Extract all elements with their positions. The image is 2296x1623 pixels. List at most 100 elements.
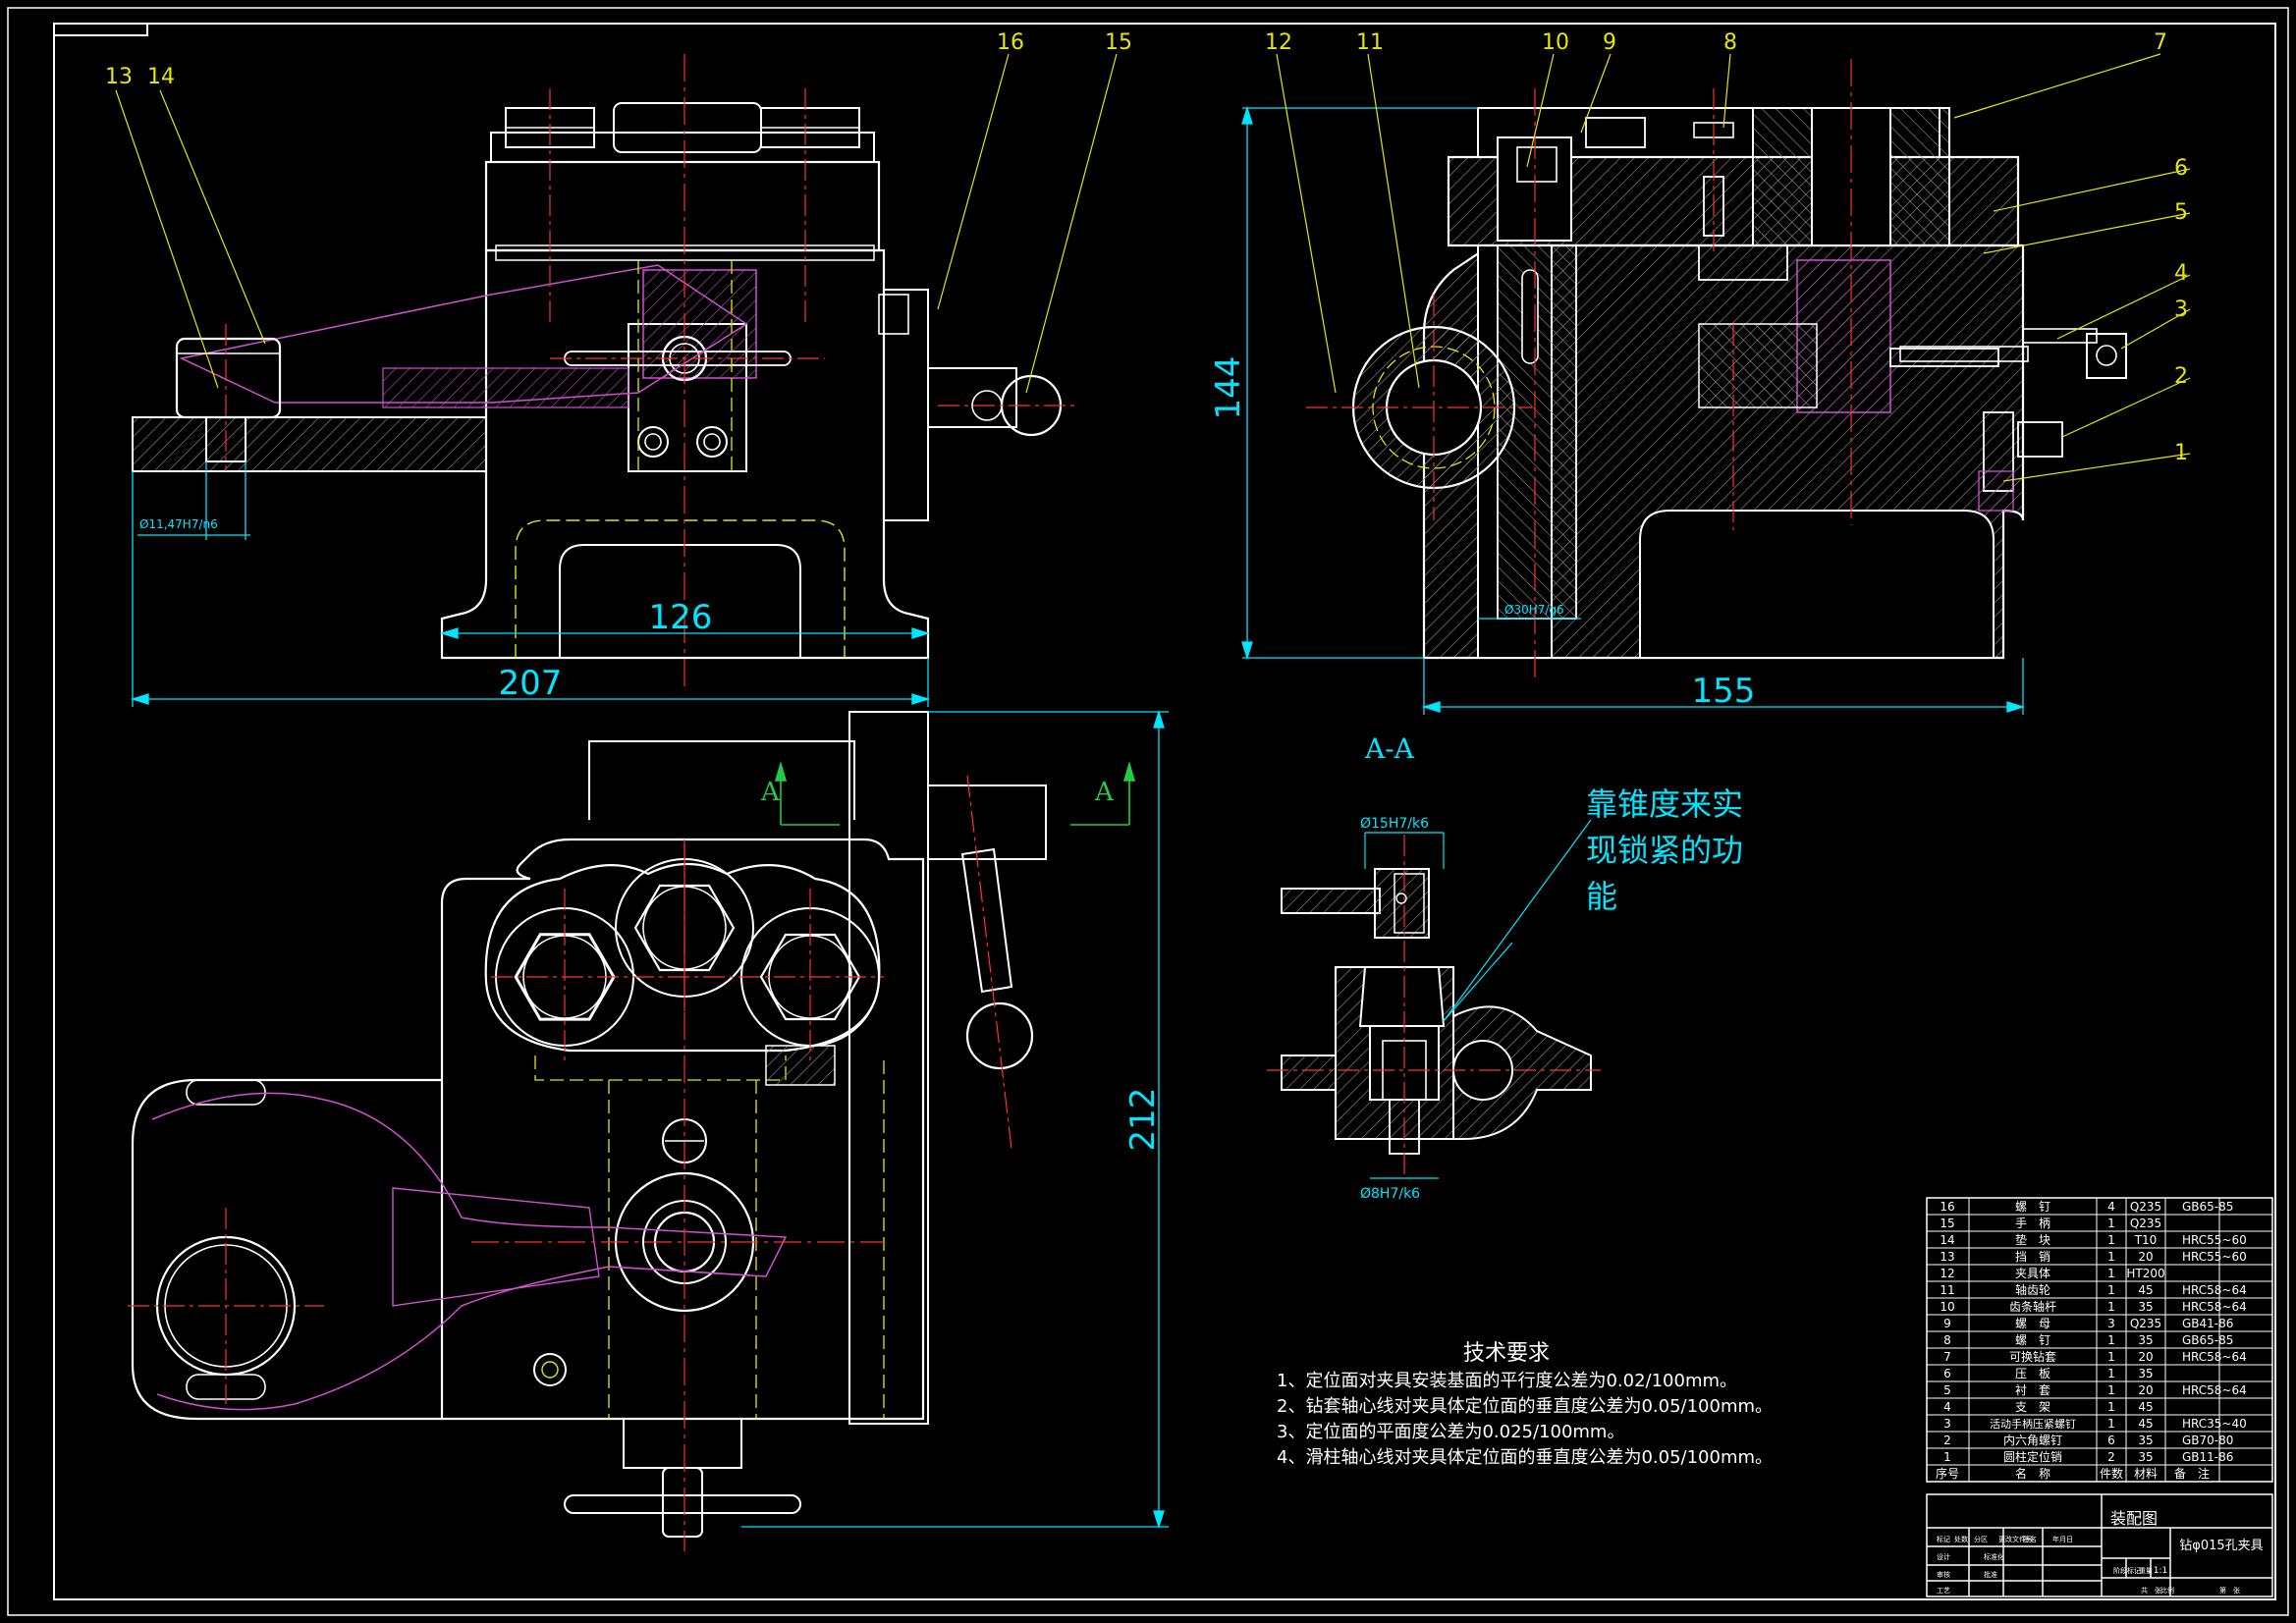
top-body: [440, 838, 925, 1421]
bom-cell: 轴齿轮: [2015, 1282, 2050, 1297]
bom-cell: 13: [1940, 1250, 1954, 1264]
section-title: A-A: [1364, 732, 1415, 765]
bom-cell: 1: [2107, 1350, 2115, 1364]
bom-cell: GB11-86: [2182, 1450, 2233, 1464]
bom-cell: 内六角螺钉: [2003, 1434, 2062, 1447]
bom-header-cell: 备 注: [2174, 1466, 2210, 1481]
bom-cell: 活动手柄压紧螺钉: [1990, 1417, 2076, 1431]
tech-requirements: 技术要求 1、定位面对夹具安装基面的平行度公差为0.02/100mm。 2、钻套…: [1277, 1341, 1773, 1468]
tech-title: 技术要求: [1463, 1341, 1550, 1366]
side-section-view: [1306, 59, 2127, 677]
bom-cell: 可换钻套: [2009, 1349, 2056, 1364]
bom-cell: 4: [2107, 1200, 2115, 1214]
bom-cell: HT200: [2126, 1267, 2164, 1280]
section-note-line1: 靠锥度来实: [1586, 785, 1743, 823]
title-block-label: 比例: [2160, 1586, 2174, 1595]
bom-cell: 1: [1943, 1450, 1951, 1464]
bom-cell: 1: [2107, 1267, 2115, 1280]
balloon-6: 6: [2174, 156, 2188, 181]
bom-cell: HRC58~64: [2182, 1350, 2247, 1364]
balloon-7: 7: [2154, 30, 2167, 55]
bom-cell: Q235: [2130, 1200, 2161, 1214]
balloon-1: 1: [2174, 441, 2188, 465]
bom-cell: 1: [2107, 1217, 2115, 1230]
bom-cell: 1: [2107, 1400, 2115, 1414]
balloon-13: 13: [105, 65, 133, 89]
balloon-15: 15: [1105, 30, 1132, 55]
bom-cell: 35: [2138, 1300, 2153, 1314]
tech-item-1: 1、定位面对夹具安装基面的平行度公差为0.02/100mm。: [1277, 1371, 1737, 1391]
dim-126: 126: [649, 598, 713, 637]
base-plate: [132, 416, 487, 472]
balloon-5: 5: [2174, 200, 2188, 225]
bom-cell: 20: [2138, 1383, 2153, 1397]
bom-cell: 1: [2107, 1250, 2115, 1264]
section-lower-fit: Ø8H7/k6: [1360, 1186, 1420, 1202]
dim-212: 212: [1123, 1088, 1163, 1152]
tech-item-3: 3、定位面的平面度公差为0.025/100mm。: [1277, 1422, 1624, 1442]
dim-207: 207: [499, 664, 563, 703]
balloon-16: 16: [997, 30, 1024, 55]
bom-cell: 圆柱定位销: [2003, 1449, 2062, 1464]
bom-cell: 14: [1940, 1233, 1954, 1247]
balloon-9: 9: [1603, 30, 1616, 55]
base-body: [440, 248, 930, 660]
bom-cell: 35: [2138, 1333, 2153, 1347]
bom-cell: 2: [2107, 1450, 2115, 1464]
bom-cell: 1: [2107, 1283, 2115, 1297]
bom-cell: 8: [1943, 1333, 1951, 1347]
bom-cell: GB41-86: [2182, 1317, 2233, 1330]
bom-cell: GB65-85: [2182, 1200, 2233, 1214]
bom-cell: 3: [2107, 1317, 2115, 1330]
title-block-label: 签名: [2023, 1535, 2037, 1543]
title-block-label: 审核: [1937, 1570, 1950, 1579]
bom-cell: 1: [2107, 1383, 2115, 1397]
dim-pin-fit: Ø11,47H7/n6: [139, 517, 218, 531]
side-dimensions: [1241, 105, 2026, 715]
title-block-label: 阶段标记: [2113, 1566, 2141, 1575]
bom-header-cell: 序号: [1936, 1466, 1959, 1481]
balloon-10: 10: [1542, 30, 1569, 55]
bom-cell: 9: [1943, 1317, 1951, 1330]
tech-item-4: 4、滑柱轴心线对夹具体定位面的垂直度公差为0.05/100mm。: [1277, 1447, 1773, 1468]
base-arch: [559, 544, 801, 658]
bom-cell: Q235: [2130, 1217, 2161, 1230]
bom-cell: 6: [1943, 1367, 1951, 1380]
front-view: [132, 54, 1075, 687]
bom-cell: GB65-85: [2182, 1333, 2233, 1347]
bom-cell: GB70-80: [2182, 1434, 2233, 1447]
bom-header-cell: 名 称: [2015, 1466, 2050, 1481]
bom-cell: HRC35~40: [2182, 1417, 2247, 1431]
bom-cell: 支 架: [2015, 1400, 2050, 1414]
bom-cell: 35: [2138, 1434, 2153, 1447]
top-dimensions: [741, 709, 1169, 1530]
section-mark-right: A: [1094, 778, 1115, 807]
title-block: [1926, 1493, 2273, 1597]
bom-cell: 1: [2107, 1333, 2115, 1347]
title-block-labels: 标记处数分区更改文件号签名年月日设计标准化审核工艺批准阶段标记重量比例共 张第 …: [1937, 1535, 2240, 1595]
dim-shaft-fit: Ø30H7/g6: [1504, 603, 1564, 617]
title-block-label: 更改文件号: [1998, 1535, 2033, 1543]
bom-header-cell: 材料: [2134, 1467, 2158, 1481]
title-block-label: 重量: [2139, 1567, 2153, 1575]
handle-knob: [965, 1001, 1034, 1070]
title-block-label: 设计: [1937, 1552, 1950, 1561]
bom-cell: 垫 块: [2015, 1232, 2050, 1247]
part-title: 钻φ015孔夹具: [2179, 1539, 2263, 1553]
bom-cell: 螺 母: [2015, 1317, 2050, 1330]
title-block-label: 标准化: [1984, 1552, 2004, 1561]
tech-item-2: 2、钻套轴心线对夹具体定位面的垂直度公差为0.05/100mm。: [1277, 1396, 1773, 1417]
bom-cell: 45: [2138, 1400, 2153, 1414]
leader-lines: [115, 53, 2191, 482]
bom-cell: 齿条轴杆: [2009, 1299, 2056, 1314]
bom-cell: 4: [1943, 1400, 1951, 1414]
bom-cell: 1: [2107, 1367, 2115, 1380]
bom-cell: 12: [1940, 1267, 1954, 1280]
balloon-4: 4: [2174, 261, 2188, 286]
title-block-label: 年月日: [2052, 1535, 2073, 1543]
bom-cell: 15: [1940, 1217, 1954, 1230]
top-view: [128, 711, 1047, 1551]
section-dims: [1364, 832, 1513, 1179]
